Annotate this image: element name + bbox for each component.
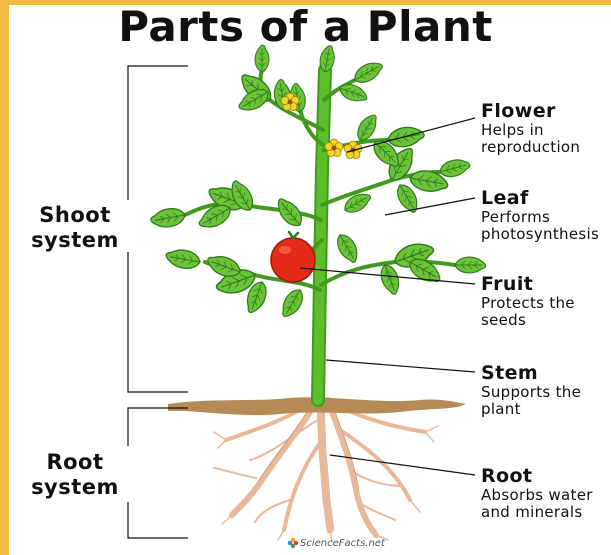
part-desc-root: Absorbs water and minerals	[481, 487, 593, 521]
part-name-flower: Flower	[481, 100, 580, 122]
fruit-tomato	[271, 232, 315, 282]
part-desc-stem: Supports the plant	[481, 384, 581, 418]
part-root: Root Absorbs water and minerals	[481, 465, 593, 521]
root-system-label: Root system	[20, 450, 130, 500]
part-name-stem: Stem	[481, 362, 581, 384]
part-leaf: Leaf Performs photosynthesis	[481, 187, 599, 243]
root-system-text: Root system	[31, 450, 119, 499]
root-bracket	[128, 408, 188, 538]
roots	[214, 400, 438, 542]
part-flower: Flower Helps in reproduction	[481, 100, 580, 156]
part-desc-leaf: Performs photosynthesis	[481, 209, 599, 243]
shoot-system-label: Shoot system	[20, 203, 130, 253]
part-desc-flower: Helps in reproduction	[481, 122, 580, 156]
part-desc-fruit: Protects the seeds	[481, 295, 575, 329]
part-name-fruit: Fruit	[481, 273, 575, 295]
credit-text: ScienceFacts.net	[300, 538, 385, 549]
shoot-system-text: Shoot system	[31, 203, 119, 252]
page-title: Parts of a Plant	[0, 2, 611, 51]
part-stem: Stem Supports the plant	[481, 362, 581, 418]
credit-logo-icon	[288, 538, 298, 548]
part-name-leaf: Leaf	[481, 187, 599, 209]
shoot-bracket	[128, 66, 188, 392]
part-fruit: Fruit Protects the seeds	[481, 273, 575, 329]
part-name-root: Root	[481, 465, 593, 487]
